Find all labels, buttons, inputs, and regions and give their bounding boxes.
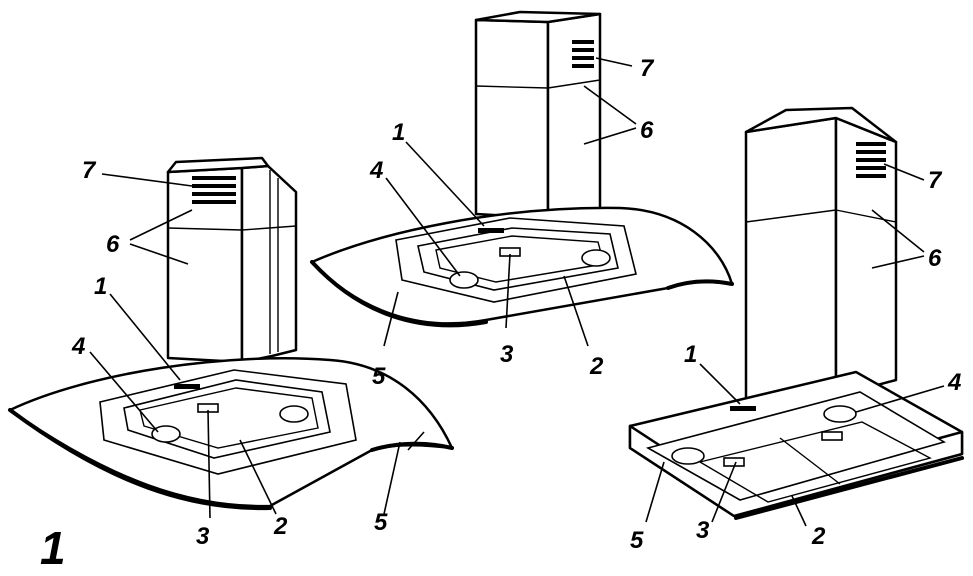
leaders-left xyxy=(89,173,401,519)
callout-2: 2 xyxy=(273,513,288,540)
callout-2: 2 xyxy=(811,523,826,550)
hood-left: 7 6 1 4 3 2 5 xyxy=(8,156,454,550)
hood-right: 7 6 1 4 5 3 2 xyxy=(628,106,964,554)
canopy-left xyxy=(8,357,454,511)
filter-handle-icon xyxy=(723,457,745,467)
control-panel-icon xyxy=(730,406,756,411)
chimney-right xyxy=(744,106,898,402)
hood-left-extra xyxy=(407,431,425,451)
callout-3: 3 xyxy=(500,341,514,368)
leaders-middle xyxy=(383,57,637,347)
callout-2: 2 xyxy=(589,353,604,380)
callout-5: 5 xyxy=(372,363,386,390)
grille-vent-icon xyxy=(856,142,886,178)
leaders-right xyxy=(645,163,945,527)
callout-1: 1 xyxy=(392,119,405,146)
callout-6: 6 xyxy=(640,117,654,144)
canopy-middle xyxy=(310,206,734,328)
figure-number: 1 xyxy=(40,522,66,574)
callout-4: 4 xyxy=(369,157,383,184)
canopy-right xyxy=(628,370,964,520)
callout-5: 5 xyxy=(374,509,388,536)
chimney-middle xyxy=(474,10,602,220)
callout-4: 4 xyxy=(71,333,85,360)
filter-handle-icon xyxy=(821,431,843,441)
lamp-icon xyxy=(449,271,479,289)
grille-vent-icon xyxy=(192,176,236,204)
callout-7: 7 xyxy=(640,55,655,82)
callout-4: 4 xyxy=(947,369,961,396)
callout-1: 1 xyxy=(684,341,697,368)
callout-6: 6 xyxy=(106,231,120,258)
callout-3: 3 xyxy=(696,517,710,544)
lamp-icon xyxy=(279,405,309,423)
lamp-icon xyxy=(823,405,857,423)
callout-1: 1 xyxy=(94,273,107,300)
chimney-left xyxy=(166,156,298,364)
lamp-icon xyxy=(151,425,181,443)
lamp-icon xyxy=(581,249,611,267)
callout-3: 3 xyxy=(196,523,210,550)
callout-7: 7 xyxy=(928,167,943,194)
callout-6: 6 xyxy=(928,245,942,272)
control-panel-icon xyxy=(174,384,200,389)
hood-middle: 7 6 1 4 5 3 2 xyxy=(310,10,734,390)
grille-vent-icon xyxy=(572,40,594,68)
callout-5: 5 xyxy=(630,527,644,554)
control-panel-icon xyxy=(478,228,504,233)
callout-7: 7 xyxy=(82,157,97,184)
lamp-icon xyxy=(671,447,705,465)
